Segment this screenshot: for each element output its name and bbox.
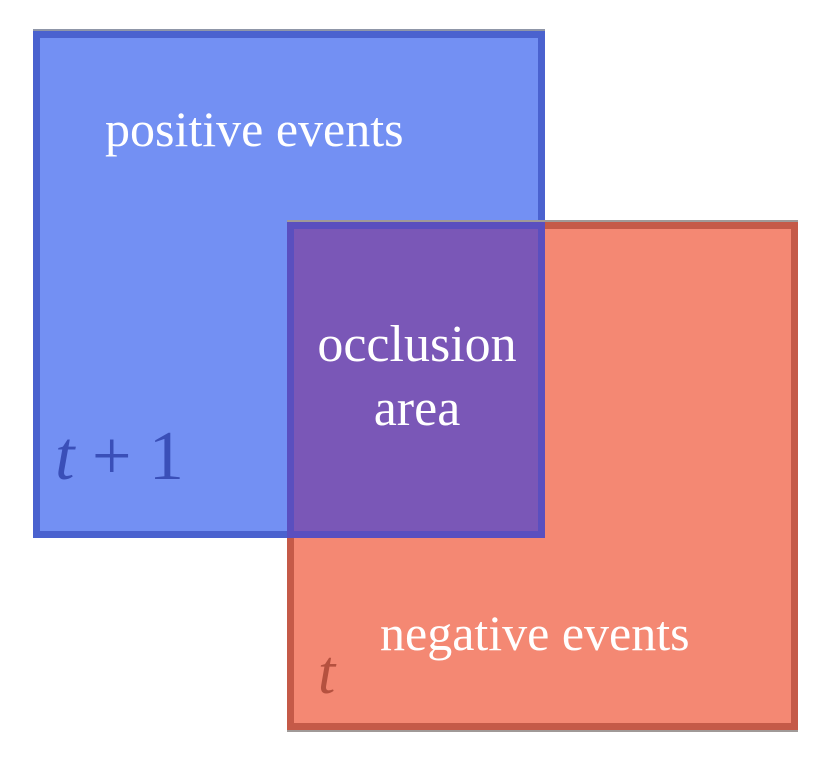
time-t-label: t bbox=[318, 639, 336, 707]
negative-events-label: negative events bbox=[380, 605, 690, 661]
positive-events-label: positive events bbox=[105, 101, 404, 157]
occlusion-area-box bbox=[287, 222, 545, 538]
occlusion-area-label: occlusion area bbox=[290, 313, 544, 441]
occlusion-label-line2: area bbox=[373, 380, 461, 437]
occlusion-label-line1: occlusion bbox=[317, 316, 517, 373]
time-t-plus-one-label: t + 1 bbox=[55, 417, 184, 497]
time-variable: t bbox=[55, 418, 75, 495]
time-offset: + 1 bbox=[74, 418, 184, 495]
